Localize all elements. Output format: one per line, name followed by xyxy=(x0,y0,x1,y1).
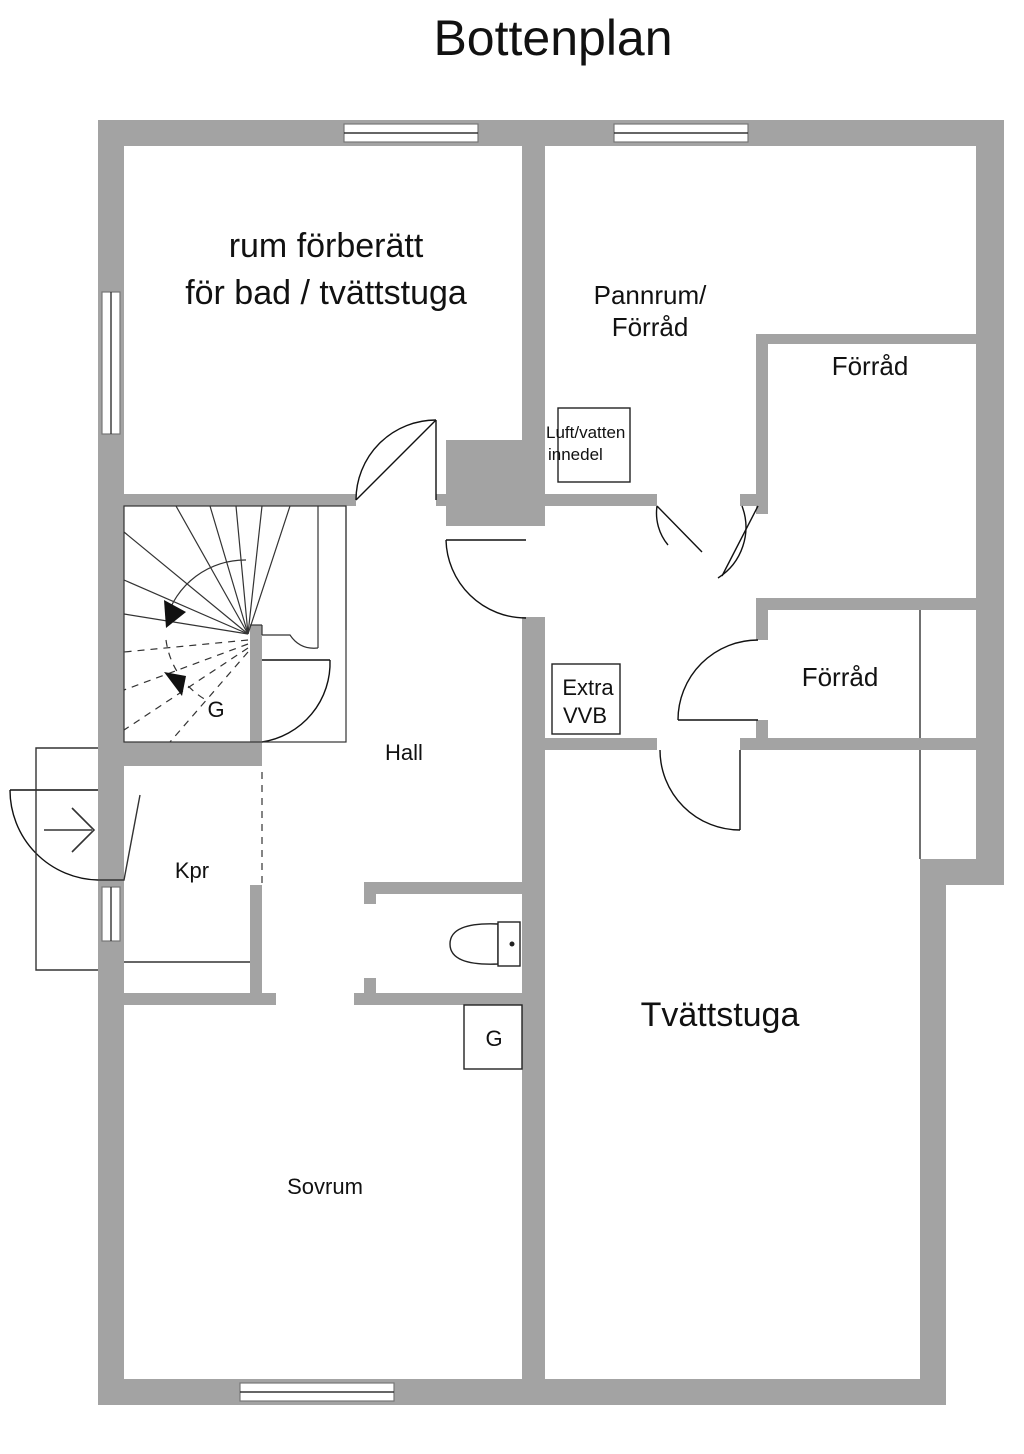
room-label-bath: rum förberätt xyxy=(229,227,424,265)
entrance-arrow-icon xyxy=(44,807,96,853)
plan-title: Bottenplan xyxy=(433,10,672,66)
stair-direction-arrow-icon xyxy=(164,600,186,696)
label-air-water-2: innedel xyxy=(548,445,603,464)
windows xyxy=(101,123,749,1402)
entrance-step xyxy=(35,747,98,971)
toilet-icon xyxy=(449,921,521,967)
label-air-water: Luft/vatten xyxy=(546,423,625,442)
interior-walls xyxy=(124,146,976,1379)
air-water-unit xyxy=(557,407,631,483)
extra-water-heater xyxy=(551,663,621,735)
room-label-storage-top: Förråd xyxy=(832,351,909,381)
label-stair-g: G xyxy=(207,697,224,722)
wc-cabinet xyxy=(463,1004,523,1070)
room-label-bath-2: för bad / tvättstuga xyxy=(185,274,467,312)
label-extra-vvb: Extra xyxy=(562,675,614,700)
room-label-bedroom: Sovrum xyxy=(287,1174,363,1199)
label-extra-vvb-2: VVB xyxy=(563,703,607,728)
room-label-laundry: Tvättstuga xyxy=(641,996,800,1034)
doors xyxy=(9,419,759,885)
room-label-hall: Hall xyxy=(385,740,423,765)
label-wc-g: G xyxy=(485,1026,502,1051)
room-label-kpr: Kpr xyxy=(175,858,209,883)
room-label-boiler: Pannrum/ xyxy=(594,280,707,310)
staircase xyxy=(123,505,347,743)
room-label-storage-mid: Förråd xyxy=(802,662,879,692)
room-label-boiler-2: Förråd xyxy=(612,312,689,342)
